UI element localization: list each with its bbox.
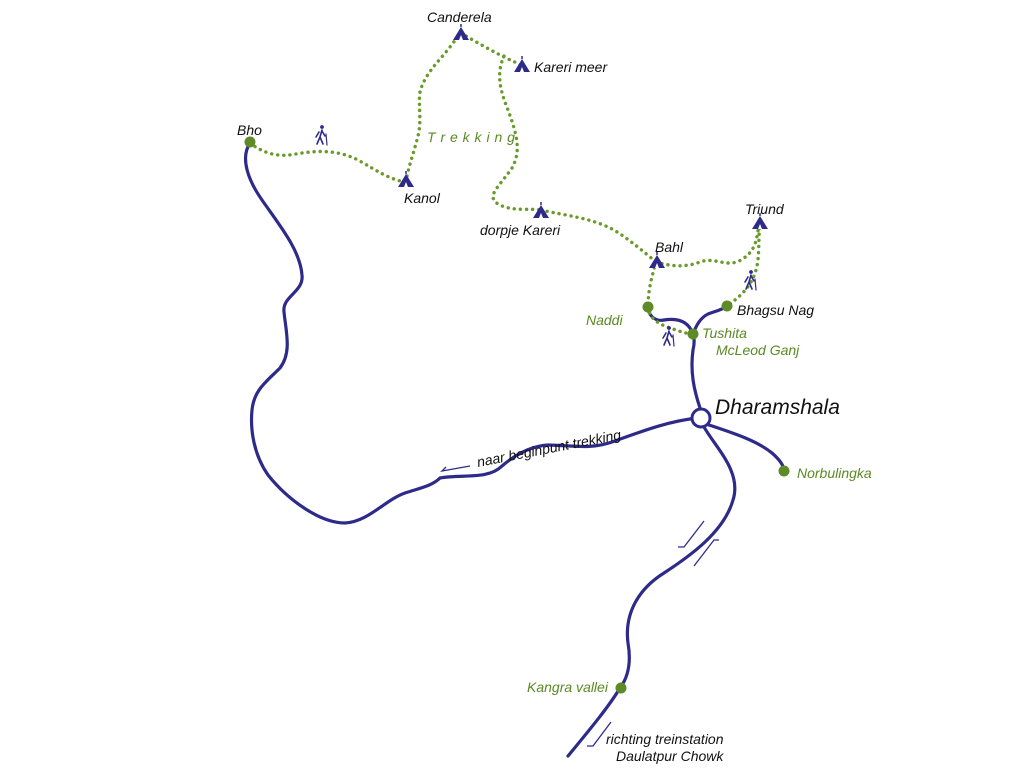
point-tushita — [687, 328, 699, 340]
camp-icon — [452, 23, 470, 41]
label-mcleod-ganj: McLeod Ganj — [716, 342, 800, 358]
label-triund: Triund — [745, 201, 785, 217]
trail-naddi-tushita — [646, 305, 695, 336]
label-canderela: Canderela — [427, 9, 492, 25]
trail-bahl-naddi — [646, 260, 658, 309]
road-dharamshala-mcleod — [690, 332, 702, 410]
roads — [243, 141, 786, 758]
hiker-icon — [662, 325, 675, 347]
trail-triund-bhagsu — [725, 220, 762, 308]
trail-bho-kanol — [248, 141, 408, 184]
label-route: naar beginpunt trekking — [476, 426, 623, 470]
town-circle-icon — [690, 407, 712, 429]
label-station-line2: Daulatpur Chowk — [616, 748, 724, 764]
point-norbulingka — [778, 465, 790, 477]
point-bhagsu-nag — [721, 300, 733, 312]
label-bahl: Bahl — [655, 239, 684, 255]
trail-kanol-canderela — [404, 31, 463, 184]
camp-icon — [513, 55, 531, 73]
hiker-icon — [744, 269, 757, 291]
label-trekking: T r e k k i n g — [427, 129, 515, 145]
camp-icon — [397, 170, 415, 188]
hiker-icon — [315, 124, 328, 146]
point-naddi — [642, 301, 654, 313]
label-kareri-meer: Kareri meer — [534, 59, 608, 75]
label-kangra-vallei: Kangra vallei — [527, 679, 609, 695]
label-kanol: Kanol — [404, 190, 441, 206]
trail-kareri-meer-dorpje — [491, 54, 543, 212]
point-kangra-vallei — [615, 682, 627, 694]
direction-arrow-icon — [440, 465, 719, 747]
point-bho — [244, 136, 256, 148]
label-station-line1: richting treinstation — [606, 731, 724, 747]
road-dharamshala-bho — [243, 141, 700, 525]
road-mcleod-naddi — [646, 305, 695, 336]
label-naddi: Naddi — [586, 312, 623, 328]
trail-canderela-kareri-meer — [459, 31, 524, 68]
trails — [248, 31, 762, 336]
label-dharamshala: Dharamshala — [715, 396, 840, 419]
road-dharamshala-kangra — [566, 425, 737, 758]
trail-bahl-triund — [654, 220, 762, 268]
label-tushita: Tushita — [702, 325, 747, 341]
label-dorpje-kareri: dorpje Kareri — [480, 222, 561, 238]
label-bhagsu-nag: Bhagsu Nag — [737, 302, 814, 318]
label-bho: Bho — [237, 122, 262, 138]
label-norbulingka: Norbulingka — [797, 465, 872, 481]
